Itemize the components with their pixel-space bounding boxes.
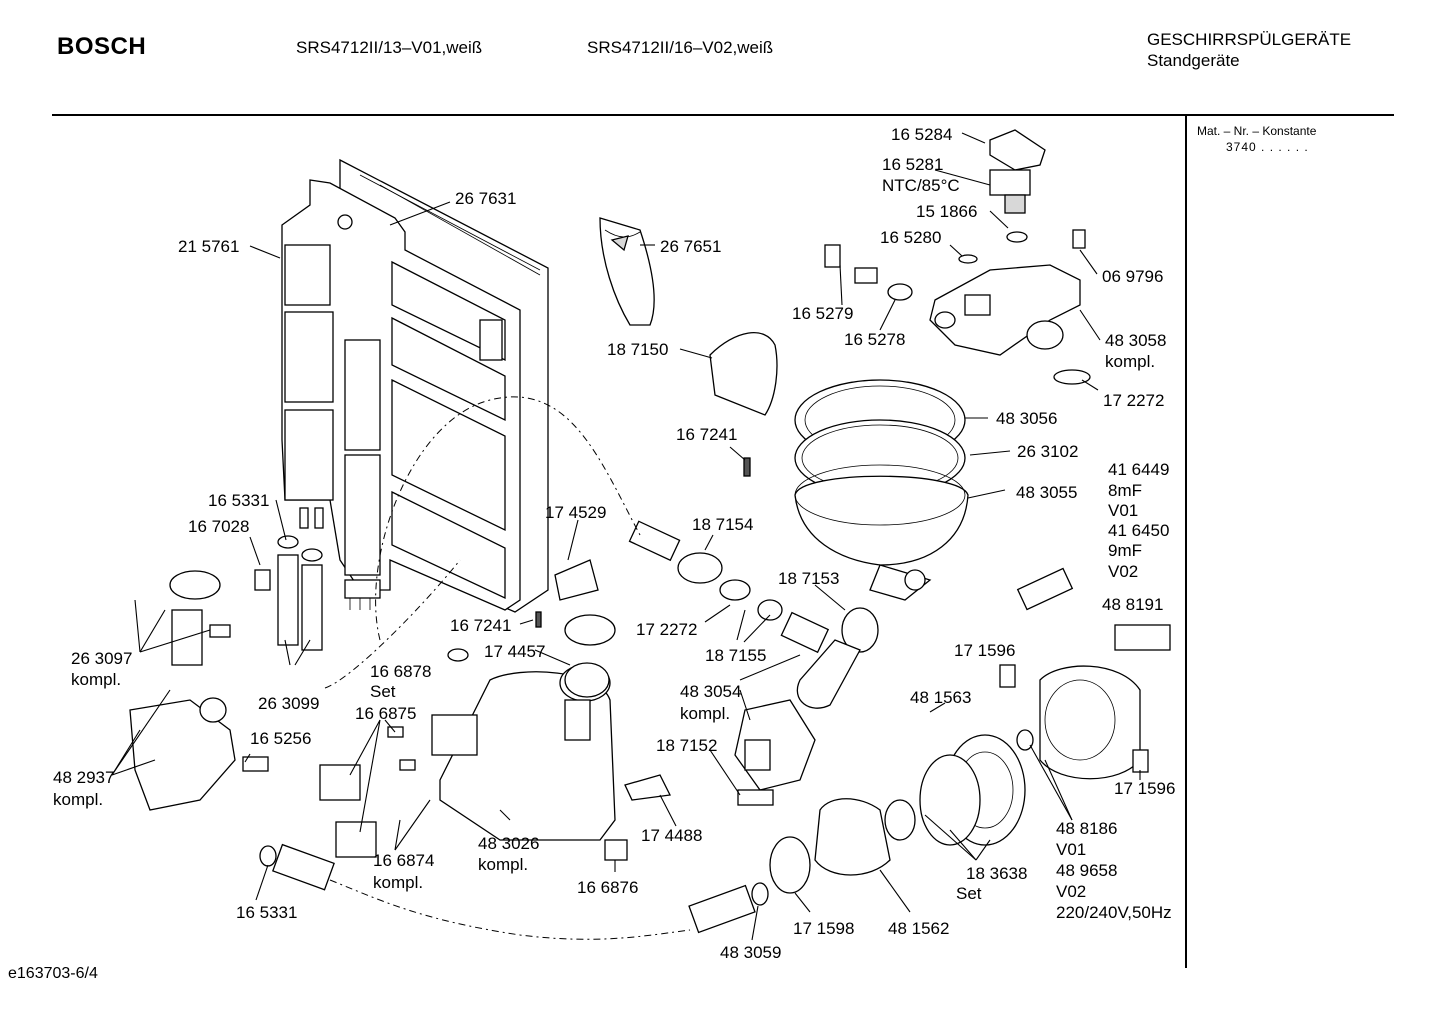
label-165278: 16 5278 [844,330,905,349]
label-489658: 48 9658 [1056,861,1117,880]
label-488186: 48 8186 [1056,819,1117,838]
label-v02-a: V02 [1108,562,1138,581]
label-483058: 48 3058 [1105,331,1166,350]
label-483059: 48 3059 [720,943,781,962]
label-166875: 16 6875 [355,704,416,723]
material-constant-value: 3740 . . . . . . [1226,140,1309,154]
label-183638: 18 3638 [966,864,1027,883]
lower-hoses [259,843,769,934]
impeller-housing [769,734,1026,894]
model-number-1: SRS4712II/13–V01,weiß [296,38,483,57]
label-165279: 16 5279 [792,304,853,323]
label-174457: 17 4457 [484,642,545,661]
label-483054-kompl: kompl. [680,704,730,723]
label-167028: 16 7028 [188,517,249,536]
label-183638-set: Set [956,884,982,903]
label-263097: 26 3097 [71,649,132,668]
label-v02-b: V02 [1056,882,1086,901]
label-174529: 17 4529 [545,503,606,522]
drain-pump [734,699,816,791]
insulation-blocks [281,179,521,611]
label-ntc: NTC/85°C [882,176,960,195]
screw-top [743,457,751,477]
label-165256: 16 5256 [250,729,311,748]
hose-pair [277,535,323,651]
connecting-hoses [628,520,879,709]
routing-line-1 [375,396,641,641]
label-482937-kompl: kompl. [53,790,103,809]
subcategory-title: Standgeräte [1147,51,1240,70]
label-171596-a: 17 1596 [954,641,1015,660]
label-483054: 48 3054 [680,682,741,701]
label-483026-kompl: kompl. [478,855,528,874]
header-divider [52,114,1394,116]
label-263099: 26 3099 [258,694,319,713]
label-416449: 41 6449 [1108,460,1169,479]
label-165281: 16 5281 [882,155,943,174]
salt-funnel [599,217,655,326]
sensor-housing [887,129,1046,301]
label-263097-kompl: kompl. [71,670,121,689]
label-172272-a: 17 2272 [1103,391,1164,410]
routing-line-2 [324,559,461,689]
brand-logo: BOSCH [57,33,147,60]
label-483058-kompl: kompl. [1105,352,1155,371]
label-166874-kompl: kompl. [373,873,423,892]
label-174488: 17 4488 [641,826,702,845]
label-171596-b: 17 1596 [1114,779,1175,798]
label-166878: 16 6878 [370,662,431,681]
heater-block [824,229,1091,385]
label-263102: 26 3102 [1017,442,1078,461]
sidebar-divider [1185,116,1187,968]
label-483056: 48 3056 [996,409,1057,428]
material-constant-title: Mat. – Nr. – Konstante [1197,124,1317,138]
label-069796: 06 9796 [1102,267,1163,286]
label-482937: 48 2937 [53,768,114,787]
routing-line-3 [329,879,691,940]
sump-assembly [794,379,969,601]
small-fittings [447,559,1149,861]
cover-cap [709,332,778,416]
label-416450: 41 6450 [1108,521,1169,540]
category-title: GESCHIRRSPÜLGERÄTE [1147,30,1352,49]
label-215761: 21 5761 [178,237,239,256]
leader-lines [111,132,1141,941]
label-483055: 48 3055 [1016,483,1077,502]
label-167241-a: 16 7241 [676,425,737,444]
label-165331-b: 16 5331 [236,903,297,922]
label-165280: 16 5280 [880,228,941,247]
label-481562: 48 1562 [888,919,949,938]
label-267631: 26 7631 [455,189,516,208]
label-v01-b: V01 [1056,840,1086,859]
label-187152: 18 7152 [656,736,717,755]
label-172272-b: 17 2272 [636,620,697,639]
label-8mf: 8mF [1108,481,1142,500]
label-187153: 18 7153 [778,569,839,588]
label-187155: 18 7155 [705,646,766,665]
label-165331-a: 16 5331 [208,491,269,510]
label-166876: 16 6876 [577,878,638,897]
label-483026: 48 3026 [478,834,539,853]
label-267651: 26 7651 [660,237,721,256]
label-171598: 17 1598 [793,919,854,938]
label-9mf: 9mF [1108,541,1142,560]
label-voltage: 220/240V,50Hz [1056,903,1172,922]
solenoid-valves [319,726,416,858]
label-488191: 48 8191 [1102,595,1163,614]
model-number-2: SRS4712II/16–V02,weiß [587,38,774,57]
label-167241-b: 16 7241 [450,616,511,635]
label-166874: 16 6874 [373,851,434,870]
label-v01-a: V01 [1108,501,1138,520]
label-187154: 18 7154 [692,515,753,534]
drawing-code: e163703-6/4 [8,965,98,982]
label-151866: 15 1866 [916,202,977,221]
label-187150: 18 7150 [607,340,668,359]
inlet-valve [129,569,271,811]
label-481563: 48 1563 [910,688,971,707]
label-166878-set: Set [370,682,396,701]
label-165284: 16 5284 [891,125,952,144]
